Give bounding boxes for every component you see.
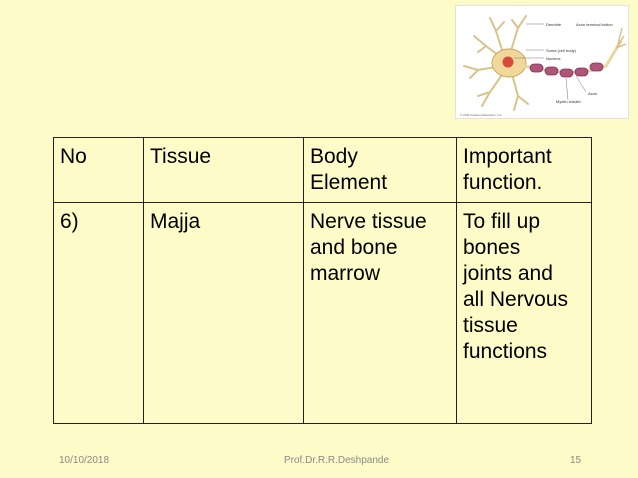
cell-text: No (60, 145, 87, 168)
label-lines (514, 23, 587, 101)
cell-text: Important function. (463, 145, 552, 194)
cell-text: 6) (60, 210, 79, 233)
cell-text: Majja (150, 210, 201, 233)
cell-text: Body Element (310, 145, 388, 194)
footer-author: Prof.Dr.R.R.Deshpande (284, 455, 390, 466)
header-cell-tissue: Tissue (143, 137, 304, 203)
cell-text: To fill up bones joints and all Nervous … (463, 210, 569, 363)
cell-body-element: Nerve tissue and bone marrow (303, 202, 457, 424)
figure-copyright: © 2011 Pearson Education, Inc. (460, 113, 502, 117)
footer-page-number: 15 (570, 455, 582, 466)
label-nucleus: Nucleus (546, 56, 560, 61)
label-soma: Soma (cell body) (546, 48, 577, 53)
label-axon-terminal: Axon terminal button (576, 22, 613, 27)
table-header-row: No Tissue Body Element Important functio… (53, 137, 592, 203)
neuron-diagram: Dendrite Axon terminal button Soma (cell… (460, 15, 627, 117)
header-cell-function: Important function. (456, 137, 592, 203)
neuron-figure: Dendrite Axon terminal button Soma (cell… (455, 5, 629, 119)
header-cell-body-element: Body Element (303, 137, 457, 203)
axon-terminal (615, 27, 627, 49)
cell-function: To fill up bones joints and all Nervous … (456, 202, 592, 424)
header-cell-no: No (53, 137, 144, 203)
myelin-sheath (529, 62, 604, 78)
label-myelin-sheath: Myelin sheath (556, 99, 581, 104)
label-axon: Axon (588, 91, 597, 96)
tissue-table: No Tissue Body Element Important functio… (53, 137, 592, 424)
nucleus (502, 56, 514, 68)
footer-date: 10/10/2018 (59, 455, 110, 466)
cell-tissue: Majja (143, 202, 304, 424)
cell-text: Nerve tissue and bone marrow (310, 210, 427, 285)
cell-no: 6) (53, 202, 144, 424)
table-row: 6) Majja Nerve tissue and bone marrow To… (53, 202, 592, 424)
cell-text: Tissue (150, 145, 212, 168)
label-dendrite: Dendrite (546, 22, 562, 27)
